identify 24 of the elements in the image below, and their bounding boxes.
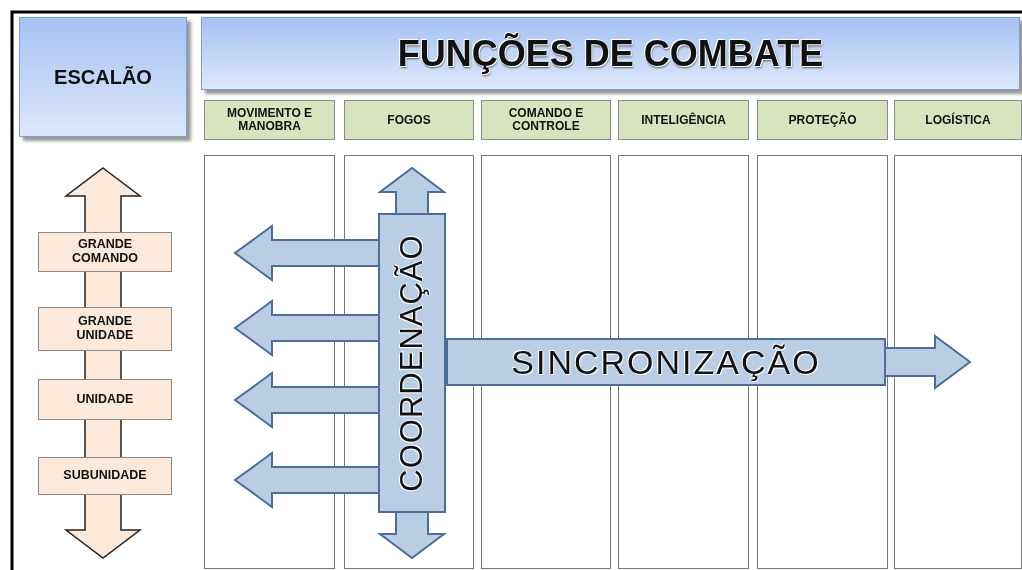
bar-label: COORDENAÇÃO	[394, 234, 430, 492]
column-header: LOGÍSTICA	[894, 100, 1022, 140]
block-arrow	[233, 299, 379, 357]
block-arrow	[885, 334, 972, 390]
column-header: INTELIGÊNCIA	[618, 100, 749, 140]
block-arrow	[233, 371, 379, 429]
block-arrow	[233, 224, 379, 282]
header-box: ESCALÃO	[19, 17, 187, 137]
column-header: COMANDO E CONTROLE	[481, 100, 611, 140]
echelon-box: GRANDE COMANDO	[38, 232, 172, 272]
block-arrow	[377, 512, 447, 560]
echelon-box: UNIDADE	[38, 379, 172, 420]
column-header: PROTEÇÃO	[757, 100, 888, 140]
echelon-box: GRANDE UNIDADE	[38, 307, 172, 351]
block-arrow	[233, 451, 379, 509]
column-header: FOGOS	[344, 100, 474, 140]
synchronization-bar	[446, 338, 886, 386]
title-banner: FUNÇÕES DE COMBATE	[201, 17, 1020, 90]
echelon-box: SUBUNIDADE	[38, 457, 172, 495]
block-arrow	[377, 166, 447, 214]
coordination-bar	[378, 213, 446, 513]
column-box	[894, 155, 1022, 569]
bar-label: SINCRONIZAÇÃO	[511, 342, 821, 382]
column-header: MOVIMENTO E MANOBRA	[204, 100, 335, 140]
